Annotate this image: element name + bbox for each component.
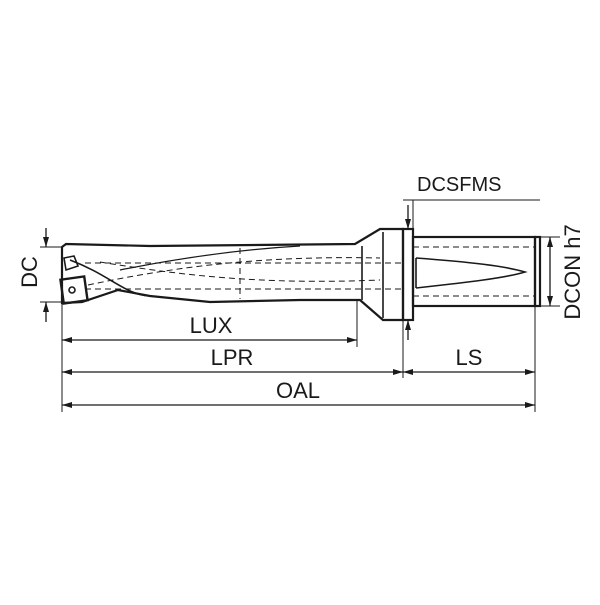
flute-curve: [119, 245, 301, 271]
shank: [401, 227, 542, 322]
insert-edge: [63, 255, 80, 272]
drill-body: [59, 227, 405, 322]
dcon-label: DCON h7: [560, 224, 585, 319]
dcsfms-label: DCSFMS: [417, 174, 501, 196]
extension-lines: [40, 199, 560, 412]
lpr-label: LPR: [211, 345, 254, 370]
lux-label: LUX: [190, 313, 233, 338]
flute-curve: [69, 259, 151, 297]
dimension-lines: [43, 205, 553, 408]
shank-flange: [401, 227, 415, 322]
shank-flat: [415, 257, 528, 289]
oal-label: OAL: [276, 378, 320, 403]
insert-screw: [68, 286, 76, 294]
insert: [59, 275, 89, 305]
shank-end-band: [533, 235, 542, 308]
coolant-lines: [85, 248, 403, 299]
ls-label: LS: [456, 345, 483, 370]
dc-label: DC: [17, 256, 42, 288]
body-outline: [60, 227, 405, 322]
